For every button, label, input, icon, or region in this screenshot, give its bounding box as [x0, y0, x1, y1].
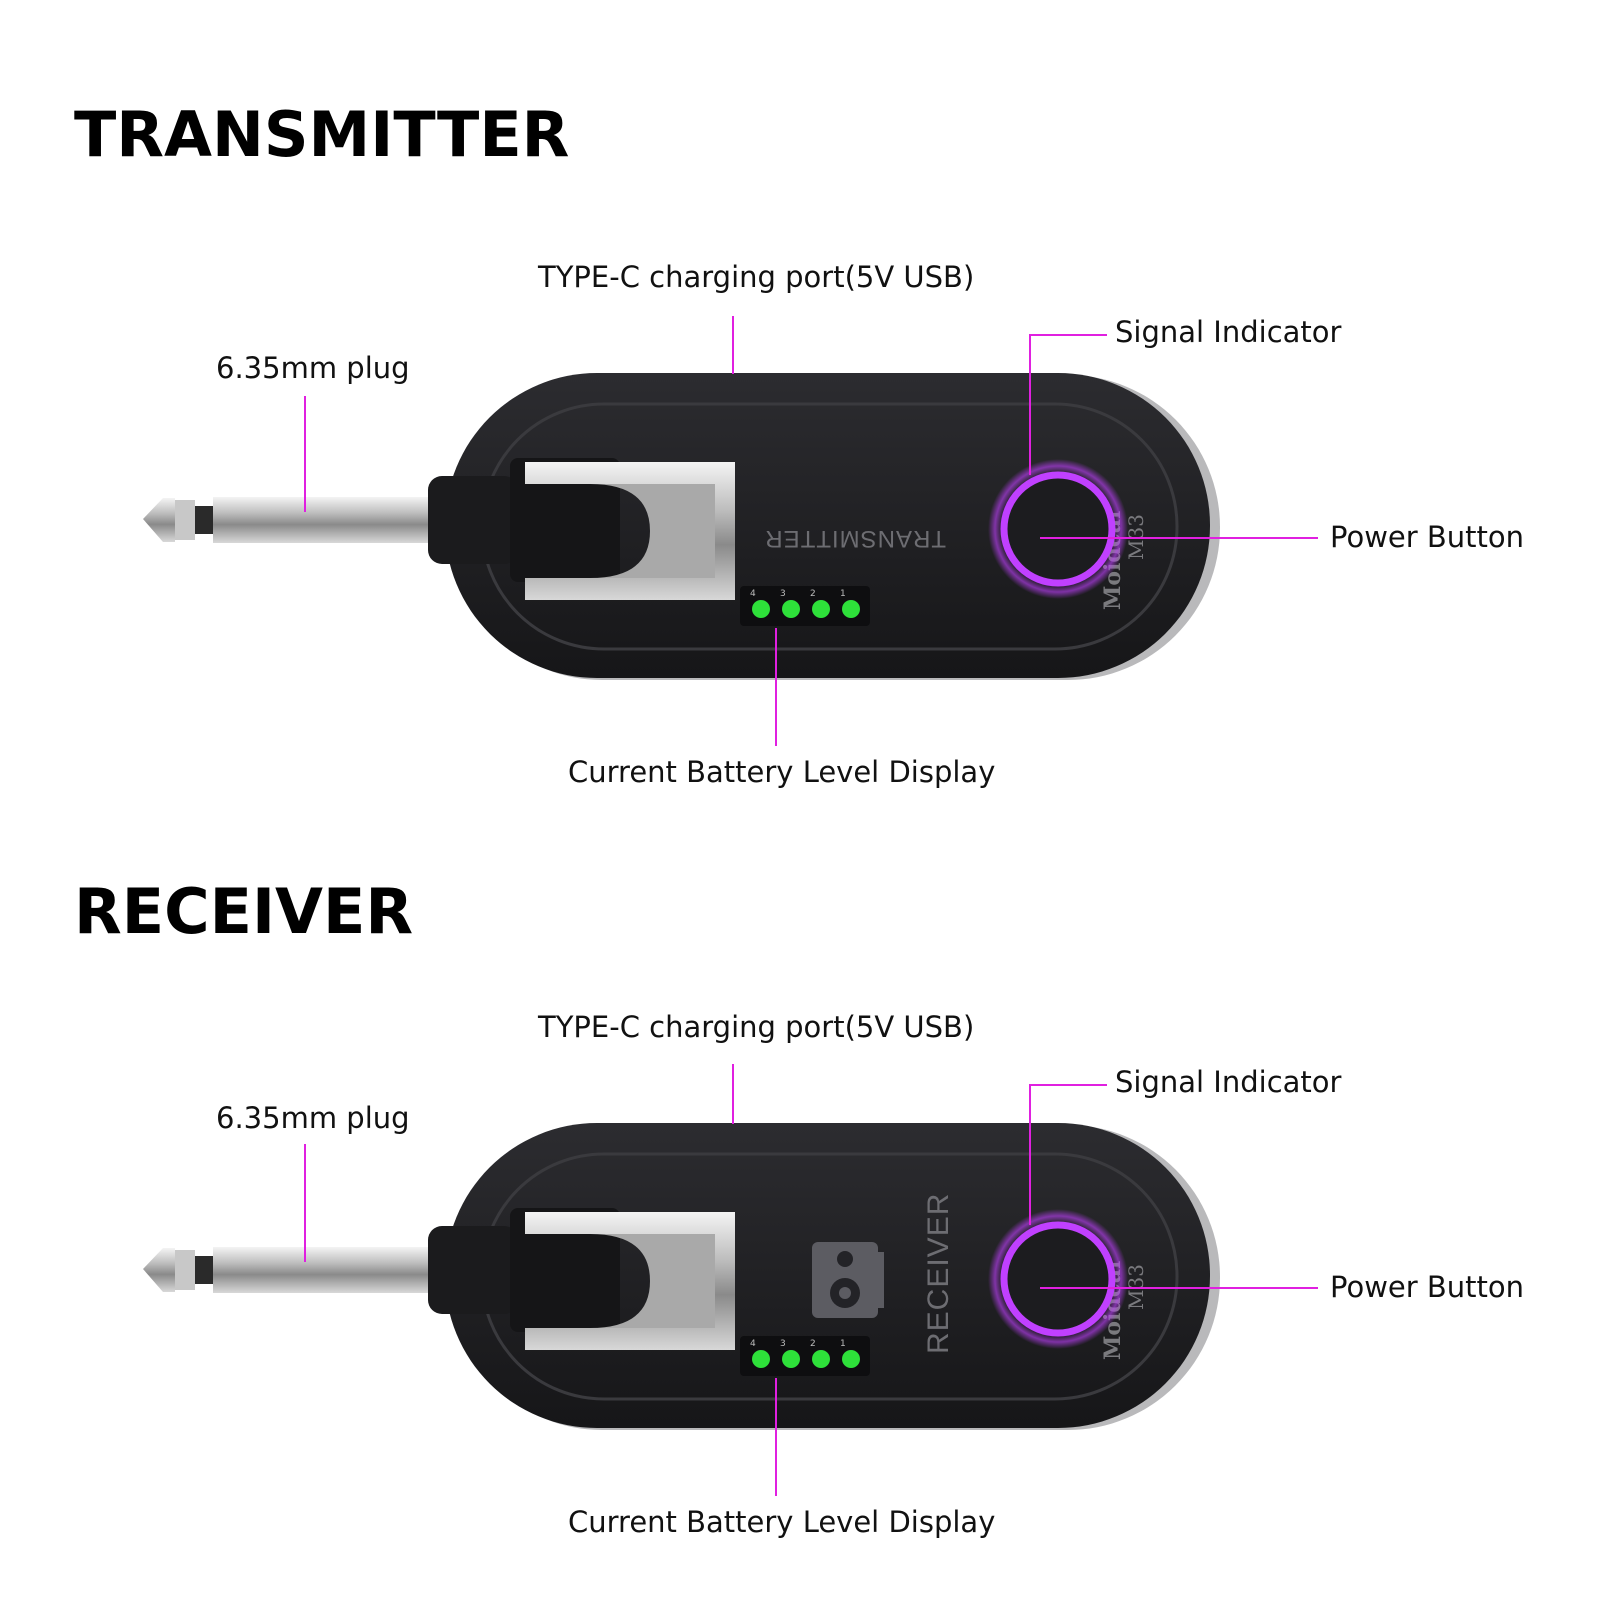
receiver-plug-label: 6.35mm plug — [216, 1101, 410, 1135]
receiver-signal-label: Signal Indicator — [1115, 1065, 1342, 1099]
transmitter-plug — [143, 458, 735, 600]
led-number: 2 — [810, 1339, 816, 1349]
receiver-usb-label: TYPE-C charging port(5V USB) — [538, 1010, 975, 1044]
receiver-callouts — [304, 1064, 1318, 1496]
receiver-device-label: RECEIVER — [922, 1193, 955, 1354]
battery-led — [812, 1350, 830, 1368]
led-number: 4 — [750, 589, 756, 599]
transmitter-body — [445, 373, 1220, 680]
receiver-heading: RECEIVER — [74, 875, 414, 948]
transmitter-device: TRANSMITTER Moideal M33 4 3 2 1 — [143, 316, 1318, 746]
receiver-battery-display: 4 3 2 1 — [740, 1336, 870, 1376]
receiver-power-label: Power Button — [1330, 1270, 1525, 1304]
battery-led — [812, 600, 830, 618]
receiver-power-button[interactable] — [988, 1209, 1128, 1349]
battery-led — [842, 600, 860, 618]
transmitter-power-label: Power Button — [1330, 520, 1525, 554]
led-number: 2 — [810, 589, 816, 599]
led-number: 4 — [750, 1339, 756, 1349]
transmitter-battery-label: Current Battery Level Display — [568, 755, 996, 789]
led-number: 3 — [780, 589, 786, 599]
battery-led — [752, 600, 770, 618]
led-number: 1 — [840, 589, 846, 599]
battery-led — [782, 1350, 800, 1368]
transmitter-battery-display: 4 3 2 1 — [740, 586, 870, 626]
transmitter-section: TRANSMITTER — [0, 0, 1601, 787]
transmitter-device-label: TRANSMITTER — [764, 525, 946, 552]
led-number: 1 — [840, 1339, 846, 1349]
led-number: 3 — [780, 1339, 786, 1349]
transmitter-usb-label: TYPE-C charging port(5V USB) — [538, 260, 975, 294]
speaker-icon — [812, 1242, 884, 1318]
battery-led — [842, 1350, 860, 1368]
transmitter-plug-label: 6.35mm plug — [216, 351, 410, 385]
transmitter-power-button[interactable] — [988, 459, 1128, 599]
receiver-plug — [143, 1208, 735, 1350]
battery-led — [782, 600, 800, 618]
transmitter-heading: TRANSMITTER — [74, 98, 570, 171]
battery-led — [752, 1350, 770, 1368]
transmitter-signal-label: Signal Indicator — [1115, 315, 1342, 349]
transmitter-callouts — [304, 316, 1318, 746]
receiver-battery-label: Current Battery Level Display — [568, 1505, 996, 1539]
